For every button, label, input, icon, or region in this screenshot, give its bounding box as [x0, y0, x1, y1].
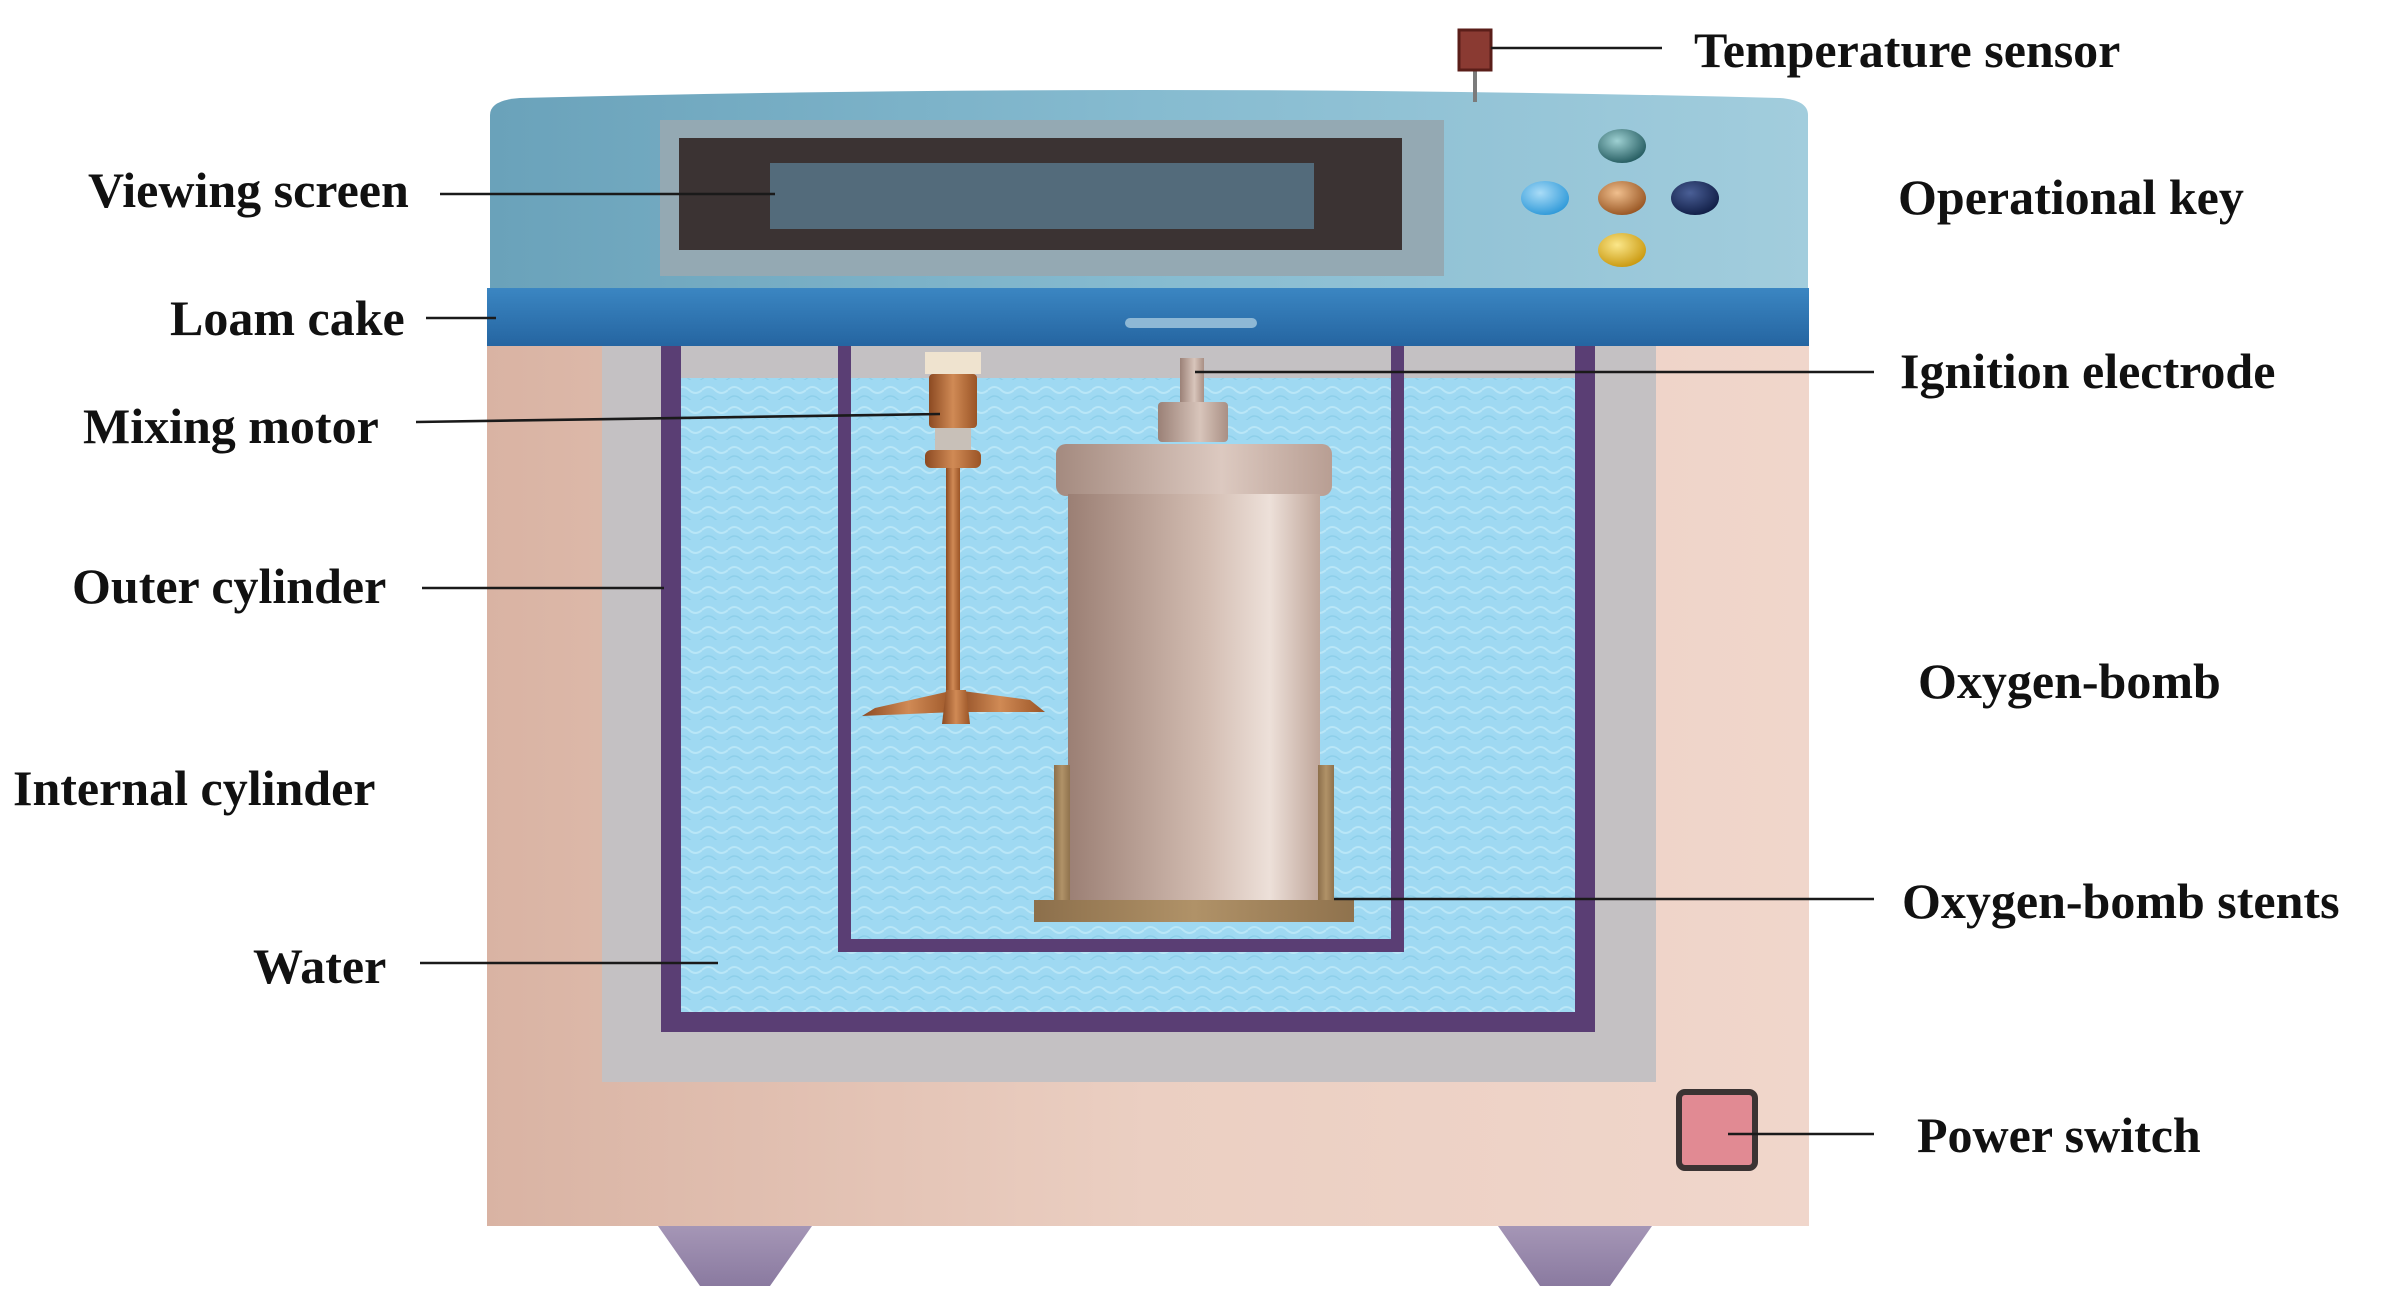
label-viewing-screen: Viewing screen — [88, 162, 409, 218]
operational-key-yellow[interactable] — [1598, 233, 1646, 267]
leader-mixing-motor — [415, 412, 941, 424]
operational-key-navy[interactable] — [1671, 181, 1719, 215]
outer-cylinder-wall-right — [1575, 346, 1595, 378]
oxygen-bomb-stent-left — [1054, 765, 1070, 913]
label-temperature-sensor: Temperature sensor — [1694, 22, 2120, 78]
label-oxygen-bomb: Oxygen-bomb — [1918, 653, 2221, 709]
temperature-sensor-probe — [1473, 66, 1477, 102]
ignition-electrode-base — [1158, 402, 1228, 442]
lid-handle[interactable] — [1125, 318, 1257, 328]
label-internal-cylinder: Internal cylinder — [13, 760, 375, 816]
oxygen-bomb-stent-right — [1318, 765, 1334, 913]
mixing-motor-collar — [935, 428, 971, 450]
loam-cake — [487, 288, 1809, 346]
label-mixing-motor: Mixing motor — [83, 398, 379, 454]
stirrer-blade-center — [942, 690, 970, 724]
cabinet-foot-right — [1498, 1226, 1652, 1286]
ignition-electrode — [1180, 358, 1204, 404]
label-outer-cylinder: Outer cylinder — [72, 558, 386, 614]
temperature-sensor — [1457, 28, 1493, 72]
label-power-switch: Power switch — [1917, 1107, 2201, 1163]
stirrer-hub — [925, 450, 981, 468]
operational-key-light-blue[interactable] — [1521, 181, 1569, 215]
outer-cylinder-wall-left — [661, 346, 681, 378]
power-switch[interactable] — [1676, 1089, 1758, 1171]
stirrer-blade-left — [862, 690, 955, 716]
oxygen-bomb — [1068, 494, 1320, 908]
cabinet-foot-left — [658, 1226, 812, 1286]
operational-key-copper[interactable] — [1598, 181, 1646, 215]
mixing-motor-cap — [925, 352, 981, 374]
stirrer-blade-right — [955, 690, 1045, 712]
mixing-motor — [929, 374, 977, 428]
oxygen-bomb-stent-base — [1034, 900, 1354, 922]
oxygen-bomb-cap — [1056, 444, 1332, 496]
label-operational-key: Operational key — [1898, 169, 2244, 225]
internal-cylinder-wall-right — [1391, 346, 1404, 378]
label-oxygen-bomb-stents: Oxygen-bomb stents — [1902, 873, 2340, 929]
label-water: Water — [253, 938, 386, 994]
viewing-screen — [770, 163, 1314, 229]
internal-cylinder-wall-left — [838, 346, 851, 378]
stirrer-shaft — [946, 468, 960, 708]
label-loam-cake: Loam cake — [170, 290, 405, 346]
label-ignition-electrode: Ignition electrode — [1900, 343, 2275, 399]
operational-key-teal[interactable] — [1598, 129, 1646, 163]
